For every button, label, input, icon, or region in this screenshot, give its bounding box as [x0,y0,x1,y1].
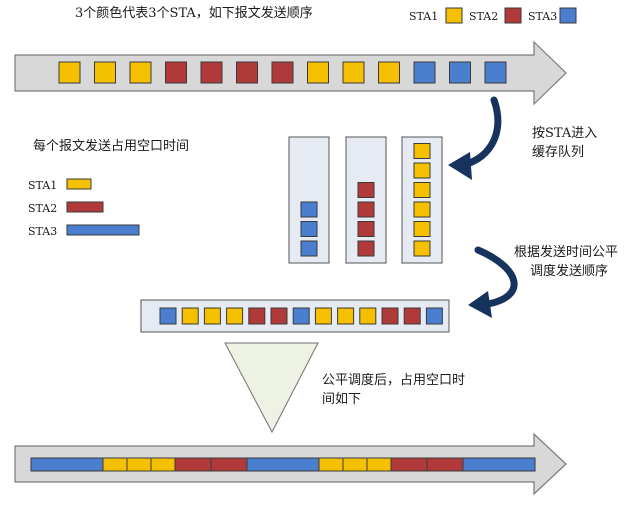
queue-curve-arrow-head [448,152,472,180]
airtime-label-sta1: STA1 [28,179,58,192]
result-block-8 [342,457,368,472]
original-packet-11 [449,61,471,84]
scheduled-packet-5 [270,307,288,325]
legend-label-sta2: STA2 [469,10,499,23]
result-block-1 [102,457,128,472]
result-block-3 [150,457,176,472]
original-packet-10 [413,61,436,84]
schedule-note-line1: 根据发送时间公平 [514,245,619,260]
diagram-title: 3个颜色代表3个STA，如下报文发送顺序 [75,6,313,21]
queue-packet-sta1-4 [413,162,431,179]
result-block-7 [318,457,344,472]
scheduled-packet-11 [403,307,421,325]
original-packet-4 [200,61,223,84]
schedule-note-line2: 调度发送顺序 [530,264,609,279]
queue-packet-sta3-0 [300,240,318,257]
result-block-2 [126,457,152,472]
original-packet-9 [378,61,400,84]
original-packet-1 [94,61,116,84]
result-note-line2: 间如下 [322,392,362,407]
legend-label-sta1: STA1 [409,10,439,23]
queue-packet-sta1-0 [413,240,431,257]
original-packet-12 [484,61,507,84]
legend-swatch-sta1 [445,7,463,24]
queue-note-line2: 缓存队列 [532,145,585,160]
queue-packet-sta1-3 [413,182,431,198]
queue-curve-arrow [459,96,502,169]
queue-packet-sta2-3 [357,182,375,198]
scheduled-packet-2 [203,307,221,325]
queue-packet-sta1-5 [413,143,431,159]
legend-label-sta3: STA3 [528,10,558,23]
airtime-title: 每个报文发送占用空口时间 [33,139,190,154]
original-packet-0 [58,61,81,84]
original-packet-7 [307,61,329,84]
result-block-6 [246,457,320,472]
queue-packet-sta1-1 [413,221,431,237]
scheduled-packet-4 [248,307,266,325]
original-packet-3 [165,61,187,84]
queue-note-line1: 按STA进入 [532,126,598,141]
original-packet-2 [129,61,152,84]
airtime-bar-sta2 [66,201,104,213]
scheduled-packet-3 [226,307,244,325]
queue-packet-sta3-2 [300,201,318,218]
scheduled-packet-0 [159,307,177,325]
queue-packet-sta2-1 [357,221,375,237]
result-note-line1: 公平调度后，占用空口时 [322,373,466,388]
scheduled-packet-12 [425,307,443,325]
queue-packet-sta2-0 [357,240,375,257]
airtime-label-sta2: STA2 [28,202,58,215]
result-block-9 [366,457,392,472]
scheduled-packet-10 [381,307,399,325]
queue-packet-sta1-2 [413,201,431,218]
scheduled-packet-9 [359,307,377,325]
result-block-0 [30,457,104,472]
queue-packet-sta2-2 [357,201,375,218]
legend-swatch-sta2 [504,7,522,24]
original-packet-5 [236,61,258,84]
funnel-arrow [224,342,319,434]
scheduled-packet-6 [292,307,310,325]
scheduled-packet-8 [337,307,355,325]
scheduled-packet-7 [314,307,332,325]
original-packet-8 [342,61,365,84]
result-block-10 [390,457,428,472]
original-packet-6 [271,61,294,84]
queue-box-sta3 [288,136,330,264]
result-block-5 [210,457,248,472]
result-block-12 [462,457,536,472]
queue-packet-sta3-1 [300,221,318,237]
airtime-bar-sta3 [66,224,140,236]
airtime-label-sta3: STA3 [28,225,58,238]
airtime-bar-sta1 [66,178,92,190]
legend-swatch-sta3 [559,7,577,24]
schedule-curve-arrow-head [468,291,492,318]
scheduled-packet-1 [181,307,199,325]
result-block-11 [426,457,464,472]
schedule-curve-arrow [474,246,518,308]
result-block-4 [174,457,212,472]
